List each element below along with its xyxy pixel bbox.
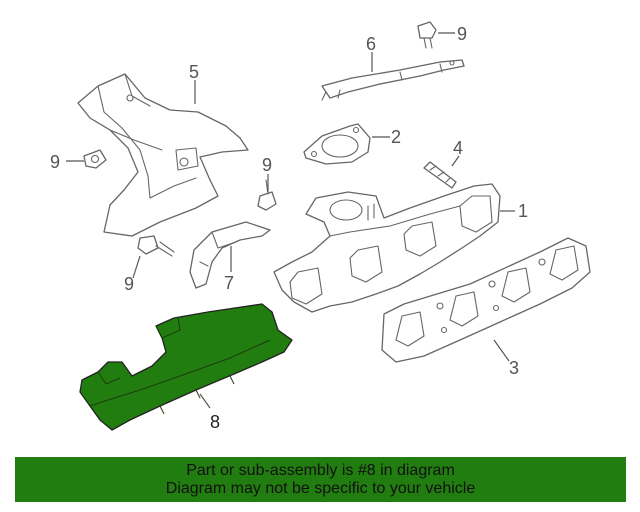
bolt-9-center (257, 179, 277, 211)
diagram-note-line-1: Part or sub-assembly is #8 in diagram (186, 462, 455, 479)
leader-lines (66, 32, 515, 409)
callout-9-center: 9 (262, 155, 272, 175)
part-4-stud (423, 161, 457, 189)
part-7-bracket (189, 221, 271, 289)
callout-3: 3 (509, 358, 519, 378)
callout-4: 4 (453, 138, 463, 158)
callout-1: 1 (518, 201, 528, 221)
callout-9-lower: 9 (124, 274, 134, 294)
part-3-manifold-gasket (381, 237, 591, 363)
callout-2: 2 (391, 127, 401, 147)
bolt-9-lower (137, 235, 175, 257)
part-1-exhaust-manifold (273, 183, 501, 313)
part-5-heat-shield-bracket (77, 73, 249, 237)
bolt-9-left (83, 149, 107, 169)
part-6-bracket (321, 59, 465, 101)
diagram-note-line-2: Diagram may not be specific to your vehi… (165, 480, 476, 497)
exploded-parts-diagram: 1 2 3 4 5 6 7 8 9 9 9 9 (50, 21, 591, 432)
bolt-9-top (417, 21, 437, 49)
callout-8: 8 (210, 412, 220, 432)
callout-7: 7 (224, 273, 234, 293)
callout-9-top: 9 (457, 24, 467, 44)
diagram-note-banner: Part or sub-assembly is #8 in diagram Di… (15, 457, 626, 502)
callout-9-left: 9 (50, 152, 60, 172)
part-8-heat-shield (79, 303, 293, 431)
callout-5: 5 (189, 62, 199, 82)
part-2-gasket (303, 123, 371, 165)
callout-6: 6 (366, 34, 376, 54)
part-8-heat-shield-body (79, 303, 293, 431)
